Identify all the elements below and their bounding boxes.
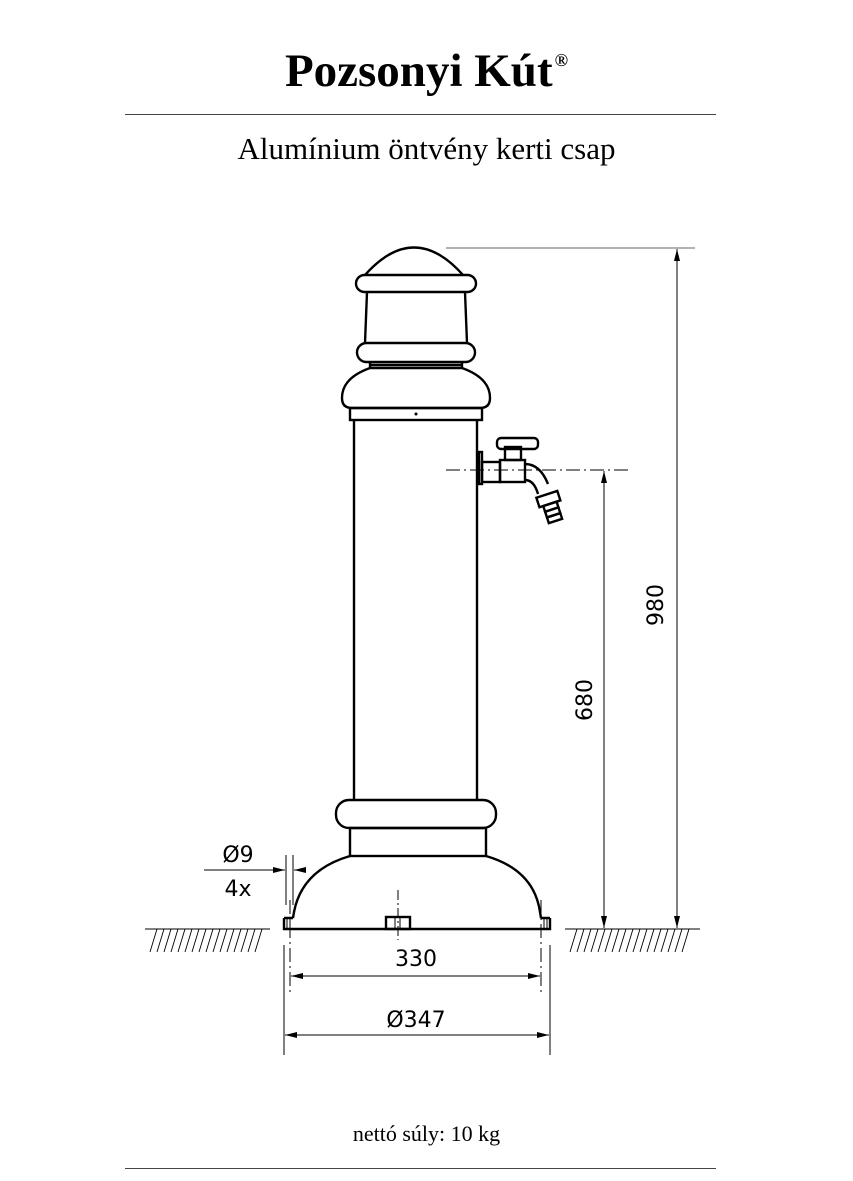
hole-diameter-label: Ø9 [222,843,253,868]
dome-cap [364,246,464,276]
dim-980-label: 980 [644,584,669,626]
top-collar [348,406,484,422]
fountain-outline [282,246,564,931]
middle-ring [355,341,477,364]
bell [340,366,492,410]
dim-680-label: 680 [573,679,598,721]
tap-body [498,458,527,484]
bottom-collar [348,826,488,858]
foot-holes [286,918,548,929]
ground-hatch [149,928,690,953]
title-text: Pozsonyi Kút [284,45,553,97]
net-weight: nettó súly: 10 kg [352,1121,501,1146]
subtitle: Alumínium öntvény kerti csap [237,131,616,166]
registered-mark: ® [554,50,569,70]
lower-ring [334,798,498,830]
base-dome [291,854,543,919]
dim-347-label: Ø347 [386,1008,445,1033]
shaft [352,420,479,800]
tap-hose-nozzle [534,489,564,525]
base-plate [282,918,552,931]
tap-pipe [480,460,502,484]
upper-ring [354,273,478,294]
dimension-lines [145,247,700,1055]
dim-330-label: 330 [395,947,437,972]
bottom-divider [125,1168,716,1169]
top-divider [125,114,716,115]
hole-count-label: 4x [224,877,251,902]
tap-spout [524,462,550,495]
tap-handle [495,436,540,451]
neck [363,291,469,344]
tap-stem [503,445,523,462]
page-title: Pozsonyi Kút® [0,44,853,98]
